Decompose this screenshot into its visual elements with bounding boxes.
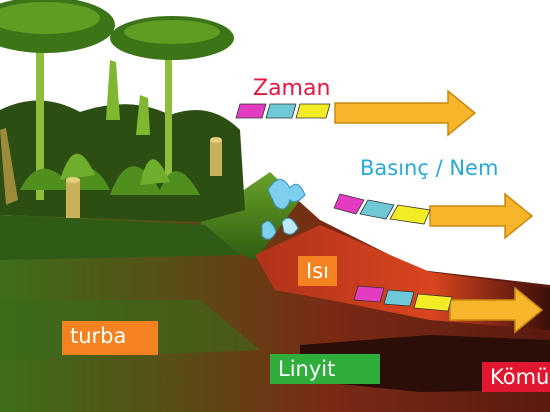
pressure-label: Basınç / Nem (360, 156, 499, 180)
pressure-arrow (429, 192, 534, 240)
water-splash (261, 179, 306, 240)
stump (66, 180, 80, 218)
forest (0, 0, 245, 222)
heat-arrow (449, 286, 544, 334)
coal-stage-label: Kömü (482, 362, 550, 392)
stump (210, 140, 222, 176)
time-arrow (334, 89, 477, 137)
time-swatches (235, 103, 331, 119)
peat-stage-label: turba (62, 321, 158, 355)
heat-swatches (353, 285, 453, 312)
tree-trunk (165, 45, 172, 195)
tree-trunk (36, 40, 44, 200)
heat-label: Isı (298, 256, 337, 286)
time-label: Zaman (253, 76, 331, 101)
pressure-swatches (333, 193, 431, 225)
lignite-stage-label: Linyit (270, 354, 380, 384)
